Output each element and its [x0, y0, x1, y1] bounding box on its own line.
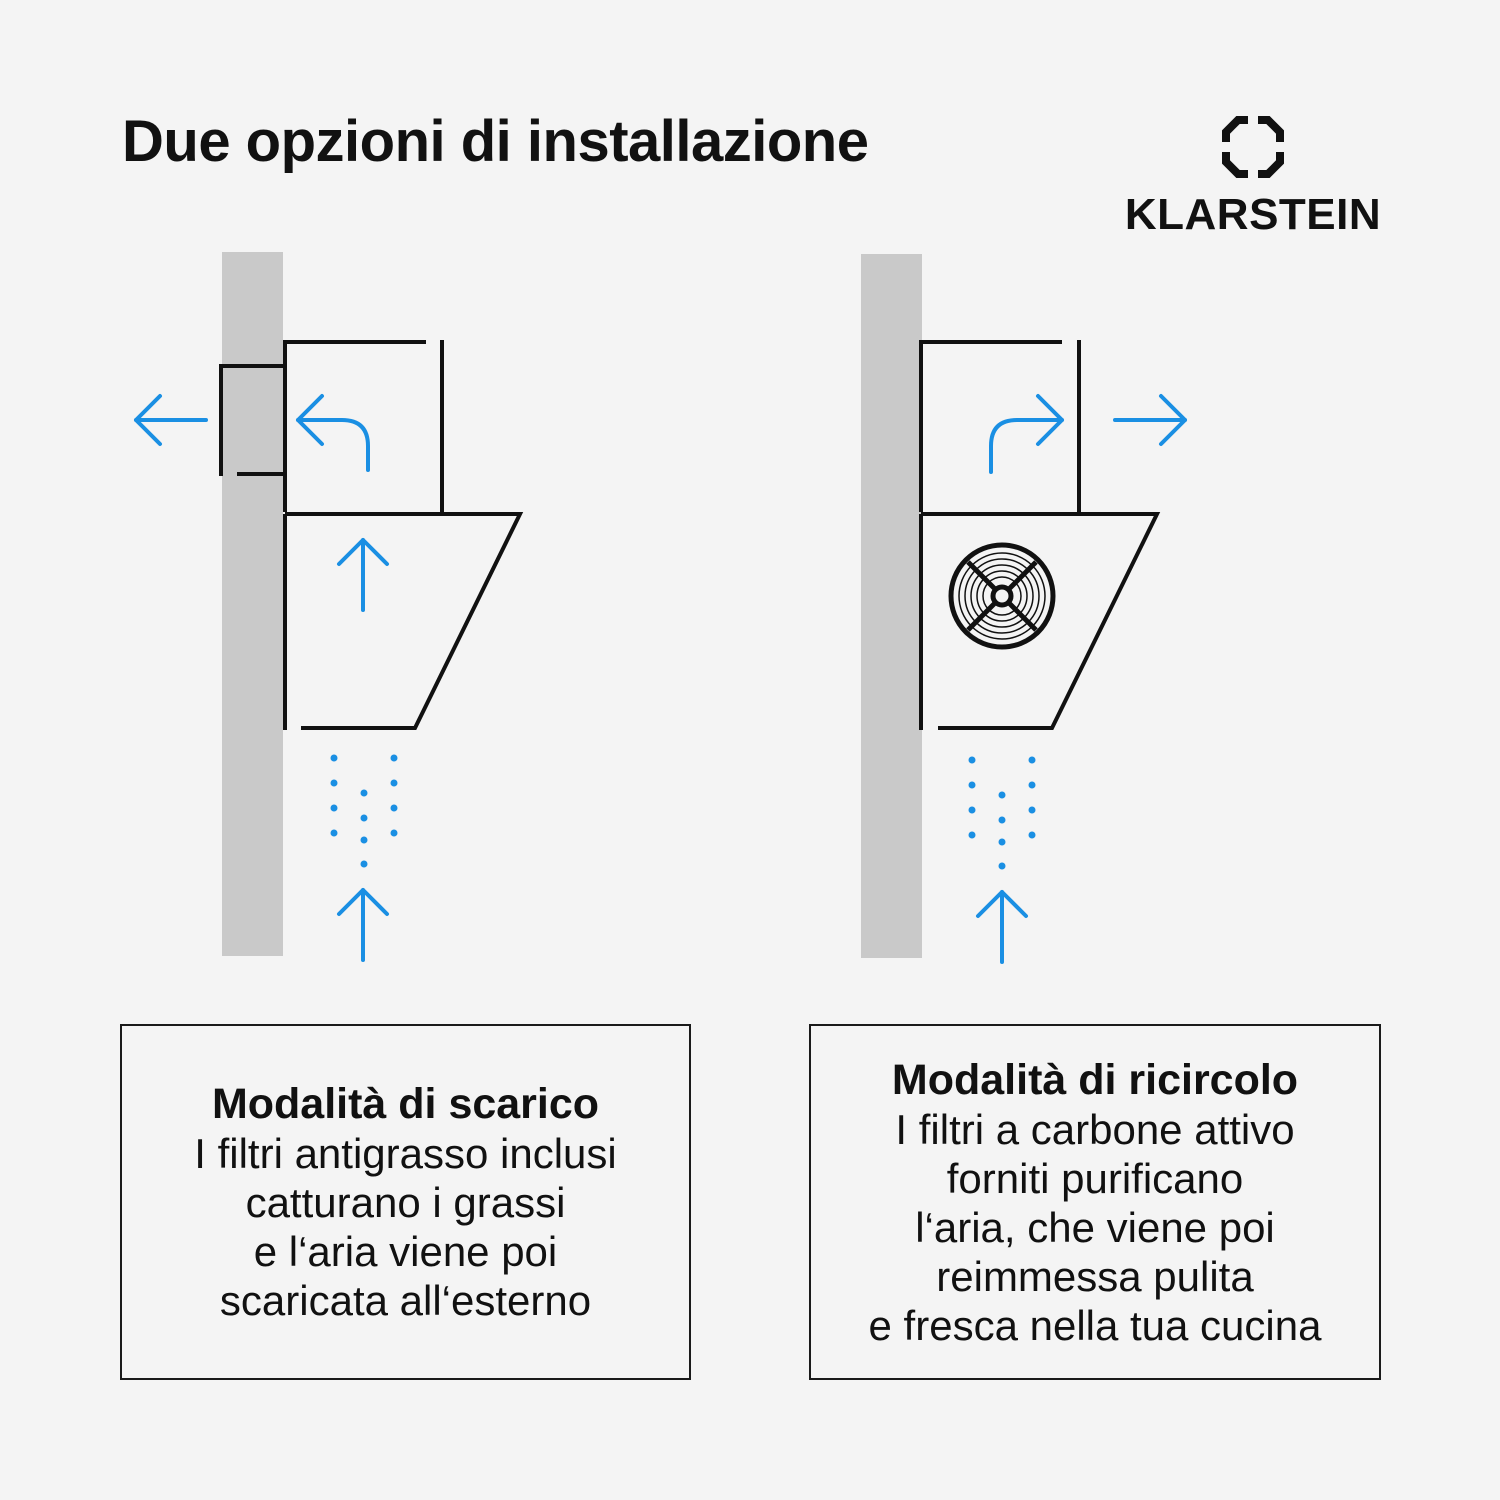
airflow-left	[134, 394, 389, 962]
curved-arrow-icon	[296, 394, 370, 472]
klarstein-logo-icon	[1222, 116, 1284, 178]
arrow-up-icon	[337, 888, 389, 962]
hood-left	[219, 340, 524, 730]
exhaust-mode-box: Modalità di scarico I filtri antigrasso …	[120, 1024, 691, 1380]
air-particles-left	[330, 754, 398, 868]
exhaust-mode-diagram	[134, 252, 524, 962]
fan-filter-icon	[948, 542, 1056, 650]
recirculation-mode-diagram	[861, 254, 1187, 964]
exhaust-mode-title: Modalità di scarico	[211, 1080, 600, 1128]
arrow-left-icon	[134, 394, 208, 446]
brand-name: KLARSTEIN	[1124, 190, 1382, 239]
exhaust-mode-description: I filtri antigrasso inclusi catturano i …	[194, 1130, 617, 1324]
page-title: Due opzioni di installazione	[122, 109, 869, 174]
recirculation-mode-box: Modalità di ricircolo I filtri a carbone…	[809, 1024, 1381, 1380]
wall-left	[222, 252, 283, 956]
arrow-right-icon	[1113, 394, 1187, 446]
arrow-up-icon	[337, 538, 389, 612]
installation-diagram	[134, 252, 1187, 964]
arrow-up-icon	[976, 890, 1028, 964]
airflow-right	[976, 394, 1187, 964]
curved-arrow-icon	[989, 394, 1064, 474]
recirculation-mode-title: Modalità di ricircolo	[891, 1055, 1299, 1104]
brand-logo: KLARSTEIN	[1122, 116, 1384, 240]
recirculation-mode-description: I filtri a carbone attivo forniti purifi…	[868, 1105, 1322, 1349]
hood-right	[919, 340, 1161, 730]
air-particles-right	[968, 756, 1036, 870]
wall-right	[861, 254, 922, 958]
